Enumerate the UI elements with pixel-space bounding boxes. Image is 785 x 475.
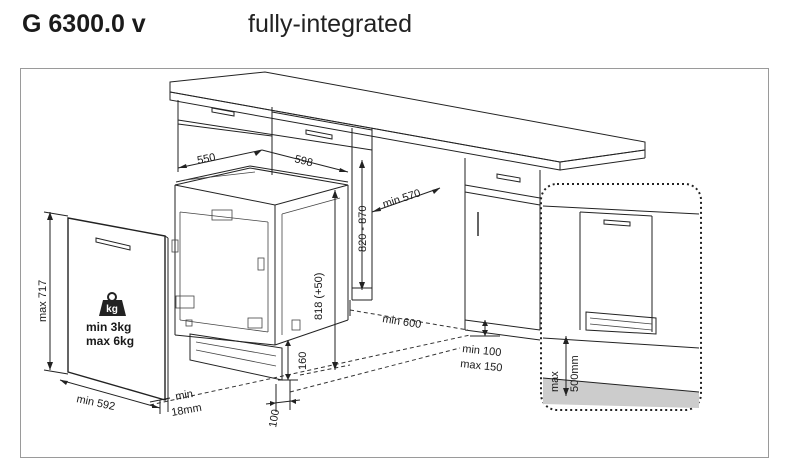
detail-inset [540,183,702,411]
gap-label-bottom: 18mm [170,402,202,419]
model-title: G 6300.0 v [22,10,146,38]
plinth-max-label: max 150 [460,358,503,374]
gap-dimension [149,396,171,414]
kitchen-worktop [169,71,646,171]
weight-icon [99,292,126,316]
floor-lines [149,334,471,406]
base-height-dimension [278,340,298,381]
integration-type: fully-integrated [248,10,412,38]
foot-label: 100 [267,408,282,428]
dishwasher-width-label: 598 [293,153,314,169]
gap-label-top: min [174,388,194,403]
niche-width-label: min 600 [382,313,423,331]
panel-weight-min: min 3kg [86,320,131,334]
plinth-dimension [470,320,500,337]
drawing-frame [20,68,769,458]
furniture-panel [67,217,169,401]
weight-icon-text: kg [106,304,118,315]
cabinet-height-dimension [359,160,365,290]
panel-width-label: min 592 [75,393,116,413]
dishwasher-base [189,333,283,381]
cabinet-depth-label: min 570 [381,187,422,211]
panel-weight-max: max 6kg [86,334,134,348]
detail-max-label: max [549,371,561,392]
panel-width-dimension [59,379,161,409]
panel-height-dimension [43,211,69,375]
dishwasher-height-dimension [332,190,338,370]
dishwasher-body [171,165,349,346]
base-height-label: 160 [297,352,309,370]
foot-dimension [265,380,301,412]
plinth-min-label: min 100 [462,343,502,359]
dishwasher-depth-label: 550 [196,151,216,167]
panel-height-label: max 717 [37,280,49,322]
cabinet-height-label: 820 - 870 [357,206,369,252]
dishwasher-depth-dimension [177,149,263,169]
dishwasher-height-label: 818 (+50) [313,273,325,320]
detail-value-label: 500mm [569,355,581,392]
dishwasher-width-dimension [261,149,349,173]
upper-cabinet-left [177,100,373,301]
niche-width-dimension [349,300,469,331]
cabinet-depth-dimension [371,187,441,213]
cabinet-right [464,158,541,341]
